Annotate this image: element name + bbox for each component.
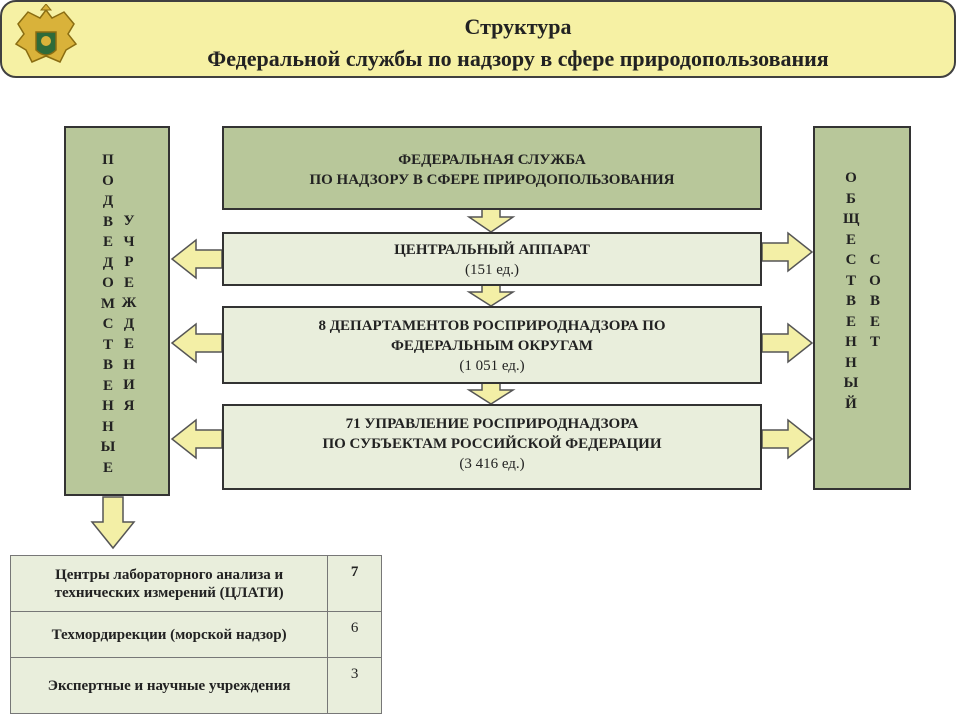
table-row: Экспертные и научные учреждения 3 [9, 657, 382, 714]
table-cell-label: Центры лабораторного анализа и техническ… [9, 555, 329, 612]
directorates-line2: ПО СУБЪЕКТАМ РОССИЙСКОЙ ФЕДЕРАЦИИ [322, 436, 662, 452]
left-arrow-3 [170, 418, 223, 460]
down-arrow-left-column [90, 496, 136, 550]
table-row: Техмордирекции (морской надзор) 6 [9, 611, 382, 658]
table-cell-label: Техмордирекции (морской надзор) [9, 611, 329, 658]
down-arrow-3 [466, 381, 516, 405]
right-arrow-3 [761, 418, 814, 460]
central-office-box: ЦЕНТРАЛЬНЫЙ АППАРАТ (151 ед.) [222, 232, 762, 286]
public-council-column: О Б Щ Е С Т В Е Н Н Ы Й С О В Е Т [813, 126, 911, 490]
federal-service-line1: ФЕДЕРАЛЬНАЯ СЛУЖБА [398, 152, 586, 168]
federal-service-line2: ПО НАДЗОРУ В СФЕРЕ ПРИРОДОПОЛЬЗОВАНИЯ [309, 172, 675, 188]
table-cell-value: 6 [327, 611, 382, 658]
page-title: Структура [464, 14, 572, 39]
departments-count: (1 051 ед.) [459, 358, 525, 374]
departments-line1: 8 ДЕПАРТАМЕНТОВ РОСПРИРОДНАДЗОРА ПО [318, 318, 666, 334]
vertical-word-institutions: У Ч Р Е Ж Д Е Н И Я [121, 213, 137, 414]
right-arrow-1 [761, 231, 814, 273]
subordinate-institutions-column: П О Д В Е Д О М С Т В Е Н Н Ы Е У Ч Р Е … [64, 126, 170, 496]
table-cell-value: 7 [327, 555, 382, 612]
down-arrow-1 [466, 207, 516, 233]
title-banner: Структура Федеральной службы по надзору … [0, 0, 956, 78]
coat-of-arms-emblem-icon [14, 4, 78, 63]
page-subtitle: Федеральной службы по надзору в сфере пр… [207, 46, 829, 71]
institutions-table: Центры лабораторного анализа и техническ… [9, 555, 382, 714]
central-office-count: (151 ед.) [464, 262, 520, 278]
departments-box: 8 ДЕПАРТАМЕНТОВ РОСПРИРОДНАДЗОРА ПО ФЕДЕ… [222, 306, 762, 384]
vertical-word-public: О Б Щ Е С Т В Е Н Н Ы Й [843, 170, 860, 412]
left-arrow-2 [170, 322, 223, 364]
down-arrow-2 [466, 283, 516, 307]
table-cell-value: 3 [327, 657, 382, 714]
central-office-title: ЦЕНТРАЛЬНЫЙ АППАРАТ [394, 242, 590, 258]
directorates-count: (3 416 ед.) [459, 456, 525, 472]
left-arrow-1 [170, 238, 223, 280]
vertical-word-subordinate: П О Д В Е Д О М С Т В Е Н Н Ы Е [100, 152, 116, 476]
table-cell-label: Экспертные и научные учреждения [9, 657, 329, 714]
federal-service-box: ФЕДЕРАЛЬНАЯ СЛУЖБА ПО НАДЗОРУ В СФЕРЕ ПР… [222, 126, 762, 210]
table-row: Центры лабораторного анализа и техническ… [9, 555, 382, 612]
right-arrow-2 [761, 322, 814, 364]
departments-line2: ФЕДЕРАЛЬНЫМ ОКРУГАМ [391, 338, 593, 354]
vertical-word-council: С О В Е Т [869, 252, 881, 350]
directorates-box: 71 УПРАВЛЕНИЕ РОСПРИРОДНАДЗОРА ПО СУБЪЕК… [222, 404, 762, 490]
directorates-line1: 71 УПРАВЛЕНИЕ РОСПРИРОДНАДЗОРА [345, 416, 639, 432]
